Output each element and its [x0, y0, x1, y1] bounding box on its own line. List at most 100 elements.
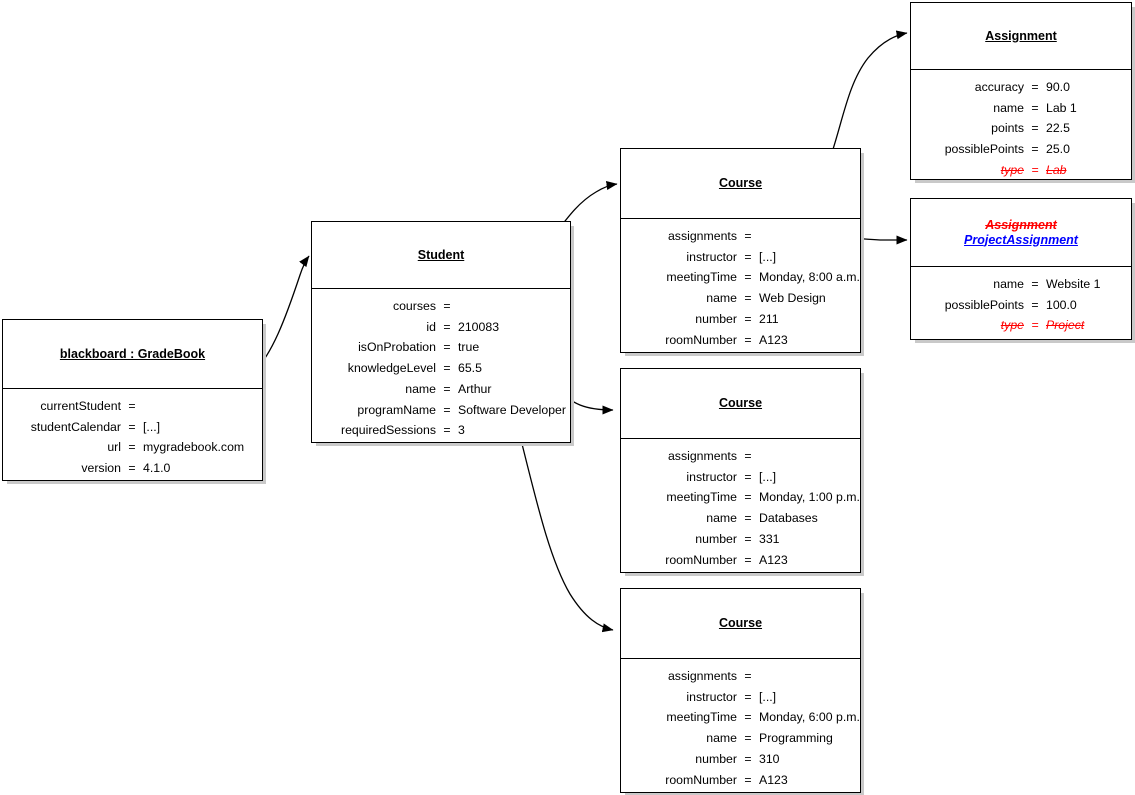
object-box-course-3[interactable]: Course assignments = instructor = [...] … [620, 588, 861, 793]
attribute-value: 65.5 [458, 361, 482, 376]
attribute-value: 100.0 [1046, 297, 1077, 312]
attribute-value: 22.5 [1046, 121, 1070, 136]
attribute-equals: = [1031, 318, 1039, 333]
attribute-name: name [993, 100, 1024, 115]
attribute-name: type [1000, 318, 1024, 333]
attribute-equals: = [744, 710, 752, 725]
object-box-assignment[interactable]: Assignment accuracy = 90.0 name = Lab 1 … [910, 2, 1132, 180]
attribute-value: Software Developer [458, 402, 566, 417]
attribute-row: id = 210083 [312, 317, 570, 338]
attribute-name: name [706, 511, 737, 526]
attribute-equals: = [443, 402, 451, 417]
object-attributes-course-3: assignments = instructor = [...] meeting… [621, 659, 860, 795]
object-header-assignment: Assignment [911, 3, 1131, 70]
object-title-old-assignment: Assignment [985, 217, 1057, 232]
attribute-row-deleted: type = Project [911, 315, 1131, 336]
attribute-equals: = [744, 332, 752, 347]
attribute-row: name = Web Design [621, 288, 860, 309]
attribute-row: assignments = [621, 446, 860, 467]
object-box-projectassignment[interactable]: Assignment ProjectAssignment name = Webs… [910, 198, 1132, 340]
attribute-name: points [991, 121, 1024, 136]
attribute-row: version = 4.1.0 [3, 458, 262, 479]
attribute-name: version [81, 461, 121, 476]
object-attributes-course-2: assignments = instructor = [...] meeting… [621, 439, 860, 576]
object-title-course-2: Course [718, 396, 763, 410]
attribute-equals: = [744, 249, 752, 264]
object-header-course-2: Course [621, 369, 860, 439]
attribute-row: number = 331 [621, 529, 860, 550]
object-header-course-3: Course [621, 589, 860, 659]
object-box-student[interactable]: Student courses = id = 210083 isOnProbat… [311, 221, 571, 443]
attribute-row: programName = Software Developer [312, 400, 570, 421]
object-title-course-3: Course [718, 616, 763, 630]
attribute-equals: = [1031, 297, 1039, 312]
attribute-value: 310 [759, 751, 780, 766]
attribute-row: instructor = [...] [621, 687, 860, 708]
attribute-row: roomNumber = A123 [621, 550, 860, 571]
attribute-equals: = [744, 291, 752, 306]
attribute-equals: = [1031, 80, 1039, 94]
attribute-row: possiblePoints = 100.0 [911, 295, 1131, 316]
attribute-value: A123 [759, 772, 788, 787]
attribute-row: assignments = [621, 226, 860, 247]
attribute-value: 4.1.0 [143, 461, 171, 476]
attribute-value: 331 [759, 531, 780, 546]
attribute-name: name [706, 291, 737, 306]
attribute-name: currentStudent [40, 399, 121, 413]
attribute-value: Databases [759, 511, 818, 526]
attribute-row: name = Arthur [312, 379, 570, 400]
attribute-value: Lab 1 [1046, 100, 1077, 115]
object-box-course-1[interactable]: Course assignments = instructor = [...] … [620, 148, 861, 353]
attribute-name: knowledgeLevel [347, 361, 436, 376]
attribute-row: roomNumber = A123 [621, 770, 860, 791]
attribute-name: requiredSessions [340, 423, 436, 438]
attribute-row: assignments = [621, 666, 860, 687]
attribute-value: [...] [143, 419, 161, 434]
attribute-equals: = [443, 381, 451, 396]
object-box-gradebook[interactable]: blackboard : GradeBook currentStudent = … [2, 319, 263, 481]
attribute-name: assignments [667, 229, 737, 243]
attribute-name: studentCalendar [30, 419, 121, 434]
attribute-row: name = Website 1 [911, 274, 1131, 295]
attribute-equals: = [128, 440, 136, 455]
object-box-course-2[interactable]: Course assignments = instructor = [...] … [620, 368, 861, 573]
attribute-equals: = [1031, 162, 1039, 177]
attribute-name: assignments [667, 669, 737, 683]
attribute-name: possiblePoints [944, 297, 1024, 312]
attribute-name: instructor [686, 469, 737, 484]
attribute-name: number [695, 311, 737, 326]
object-title-student: Student [417, 247, 465, 262]
object-header-student: Student [312, 222, 570, 289]
attribute-equals: = [744, 772, 752, 787]
attribute-equals: = [128, 399, 136, 413]
attribute-equals: = [744, 689, 752, 704]
attribute-equals: = [744, 751, 752, 766]
attribute-value: 25.0 [1046, 142, 1070, 157]
attribute-value: 210083 [458, 319, 500, 334]
attribute-value: mygradebook.com [143, 440, 245, 455]
attribute-name: possiblePoints [944, 142, 1024, 157]
attribute-row: meetingTime = Monday, 8:00 a.m. [621, 267, 860, 288]
attribute-name: isOnProbation [358, 340, 436, 355]
attribute-value: [...] [759, 249, 777, 264]
attribute-row: isOnProbation = true [312, 337, 570, 358]
object-attributes-projectassignment: name = Website 1 possiblePoints = 100.0 … [911, 267, 1131, 342]
attribute-value: 90.0 [1046, 80, 1070, 94]
object-header-gradebook: blackboard : GradeBook [3, 320, 262, 389]
attribute-row: meetingTime = Monday, 1:00 p.m. [621, 487, 860, 508]
attribute-name: programName [357, 402, 436, 417]
attribute-name: instructor [686, 689, 737, 704]
attribute-value: Monday, 6:00 p.m. [759, 710, 860, 725]
attribute-value: [...] [759, 689, 777, 704]
attribute-equals: = [443, 299, 451, 313]
attribute-value: 211 [759, 311, 779, 326]
attribute-name: roomNumber [665, 772, 737, 787]
attribute-equals: = [744, 449, 752, 463]
attribute-row: knowledgeLevel = 65.5 [312, 358, 570, 379]
attribute-row: number = 211 [621, 309, 860, 330]
attribute-row: instructor = [...] [621, 247, 860, 268]
attribute-row: currentStudent = [3, 396, 262, 417]
attribute-name: meetingTime [666, 270, 737, 285]
attribute-value: Monday, 8:00 a.m. [759, 270, 860, 285]
